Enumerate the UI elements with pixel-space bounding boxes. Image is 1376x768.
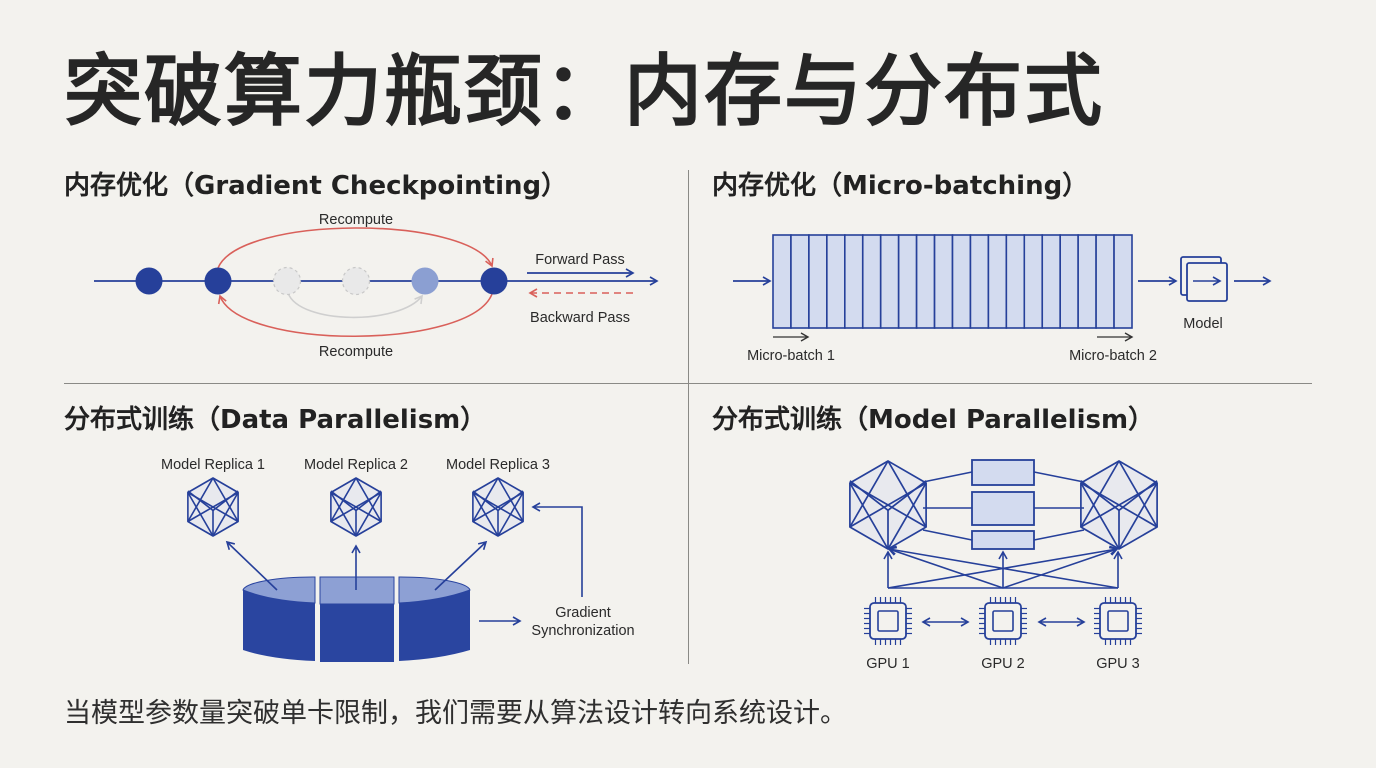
gpu-chip-icon-2	[979, 597, 1027, 645]
section-title-model-parallelism: 分布式训练（Model Parallelism）	[712, 405, 1155, 435]
micro-batch-2-label: Micro-batch 2	[1069, 348, 1157, 364]
replica-label-1: Model Replica 1	[161, 457, 265, 473]
model-stack-icon	[1180, 256, 1228, 302]
batch-slices	[772, 234, 1133, 329]
micro-batching-diagram: Micro-batch 1 Micro-batch 2 Model	[733, 234, 1272, 364]
model-label: Model	[1183, 316, 1223, 332]
batch-slice	[879, 234, 900, 329]
batch-slice	[843, 234, 864, 329]
gpu-label-3: GPU 3	[1096, 656, 1140, 672]
recompute-arc-inner	[287, 292, 423, 319]
section-title-data-parallelism: 分布式训练（Data Parallelism）	[64, 405, 487, 435]
batch-slice	[987, 234, 1008, 329]
model-shard-icon-left	[849, 460, 927, 550]
data-parallelism-diagram: Model Replica 1 Model Replica 2 Model Re…	[161, 457, 635, 662]
forward-pass-label: Forward Pass	[535, 252, 624, 268]
batch-slice	[1095, 234, 1115, 329]
batch-slice	[772, 234, 792, 329]
node-discarded	[341, 266, 371, 296]
section-title-micro-batching: 内存优化（Micro-batching）	[712, 171, 1089, 201]
recompute-label-bottom: Recompute	[319, 344, 393, 360]
node-checkpoint	[204, 267, 232, 295]
batch-slice	[790, 234, 810, 329]
gpu-label-2: GPU 2	[981, 656, 1025, 672]
sync-label-line1: Gradient	[555, 605, 611, 621]
recompute-arc-top	[217, 227, 494, 269]
node-stored	[135, 267, 163, 295]
layer-block-3	[971, 530, 1035, 550]
batch-slice	[969, 234, 990, 329]
gpu-chip-icon-1	[864, 597, 912, 645]
batch-slice	[897, 234, 918, 329]
vertical-divider	[688, 170, 689, 664]
recompute-label-top: Recompute	[319, 212, 393, 228]
model-replica-icon-3	[472, 477, 524, 537]
batch-slice	[1059, 234, 1079, 329]
gradient-checkpointing-diagram: Recompute Recompute Forward Pass Backwar…	[94, 212, 659, 360]
model-parallelism-diagram: GPU 1 GPU 2 GPU 3	[849, 459, 1158, 672]
layer-block-1	[971, 459, 1035, 486]
shard-to-replica-3-arrow	[434, 540, 488, 591]
model-replica-icon-1	[187, 477, 239, 537]
gpu-label-1: GPU 1	[866, 656, 910, 672]
page-title: 突破算力瓶颈：内存与分布式	[64, 47, 1105, 137]
footer-caption: 当模型参数量突破单卡限制，我们需要从算法设计转向系统设计。	[64, 698, 847, 729]
shard-to-replica-1-arrow	[225, 540, 278, 591]
batch-slice	[1077, 234, 1097, 329]
sync-label-line2: Synchronization	[531, 623, 634, 639]
gpu-chip-icon-3	[1094, 597, 1142, 645]
recompute-arc-bottom	[217, 293, 493, 337]
replica-label-2: Model Replica 2	[304, 457, 408, 473]
replica-label-3: Model Replica 3	[446, 457, 550, 473]
layer-block-2	[971, 491, 1035, 526]
batch-slice	[861, 234, 882, 329]
connections	[883, 471, 1123, 589]
batch-slice	[826, 234, 846, 329]
batch-slice	[1041, 234, 1062, 329]
dataset-cylinder	[242, 576, 471, 662]
section-title-gradient-checkpointing: 内存优化（Gradient Checkpointing）	[64, 171, 568, 201]
batch-slice	[1113, 234, 1133, 329]
node-recomputed	[411, 267, 439, 295]
batch-slice	[951, 234, 972, 329]
node-checkpoint	[480, 267, 508, 295]
batch-slice	[808, 234, 828, 329]
model-replica-icon-2	[330, 477, 382, 537]
batch-slice	[1005, 234, 1026, 329]
batch-slice	[915, 234, 936, 329]
batch-slice	[1023, 234, 1044, 329]
micro-batch-1-label: Micro-batch 1	[747, 348, 835, 364]
sync-feedback-arrow	[531, 502, 583, 597]
horizontal-divider	[64, 383, 1312, 384]
batch-slice	[933, 234, 954, 329]
model-shard-icon-right	[1080, 460, 1158, 550]
node-discarded	[272, 266, 302, 296]
backward-pass-label: Backward Pass	[530, 310, 630, 326]
